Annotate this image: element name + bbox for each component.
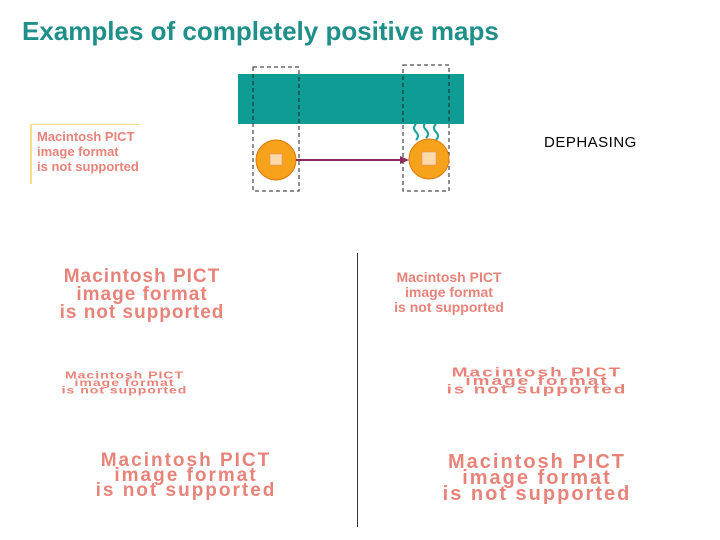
input-qubit-pict-icon [269, 153, 283, 166]
pict-line3: is not supported [37, 159, 139, 174]
pict-line3: is not supported [394, 299, 504, 315]
pict-line1: Macintosh PICT [63, 266, 221, 287]
pict-line2: image format [74, 376, 175, 389]
pict-line1: Macintosh PICT [451, 365, 623, 381]
pict-line1: Macintosh PICT [447, 451, 626, 473]
pict-line2: image format [76, 284, 208, 305]
pict-line3: is not supported [61, 383, 188, 396]
pict-placeholder-bottom-right: Macintosh PICT image format is not suppo… [368, 451, 706, 505]
pict-line2: image format [405, 284, 493, 300]
pict-placeholder-top-right: Macintosh PICT image format is not suppo… [372, 270, 526, 315]
slide-title: Examples of completely positive maps [22, 16, 499, 46]
vertical-divider [357, 253, 358, 527]
pict-line3: is not supported [446, 382, 628, 397]
pict-line1: Macintosh PICT [100, 450, 272, 471]
wavy-lines-icon [413, 121, 439, 141]
pict-line1: Macintosh PICT [396, 269, 502, 285]
pict-line2: image format [37, 144, 119, 159]
output-qubit-pict-icon [421, 151, 437, 166]
pict-placeholder-middle-left: Macintosh PICT image format is not suppo… [22, 368, 227, 396]
pict-line3: is not supported [95, 480, 277, 501]
pict-line3: is not supported [59, 302, 225, 323]
pict-line2: image format [465, 373, 609, 389]
pict-line1: Macintosh PICT [64, 368, 184, 381]
arrow-head-icon [400, 156, 409, 164]
pict-placeholder-top-left: Macintosh PICT image format is not suppo… [22, 266, 262, 323]
pict-line2: image format [462, 467, 612, 489]
environment-bar [238, 74, 464, 124]
left-dashed-box [252, 66, 300, 192]
pict-placeholder-small: Macintosh PICT image format is not suppo… [30, 124, 140, 184]
pict-placeholder-middle-right: Macintosh PICT image format is not suppo… [372, 365, 702, 397]
pict-line1: Macintosh PICT [37, 129, 135, 144]
pict-line2: image format [114, 465, 258, 486]
dephasing-label: DEPHASING [544, 134, 637, 151]
right-dashed-box [402, 64, 450, 192]
pict-placeholder-bottom-left: Macintosh PICT image format is not suppo… [22, 450, 350, 501]
pict-line3: is not supported [442, 483, 632, 505]
